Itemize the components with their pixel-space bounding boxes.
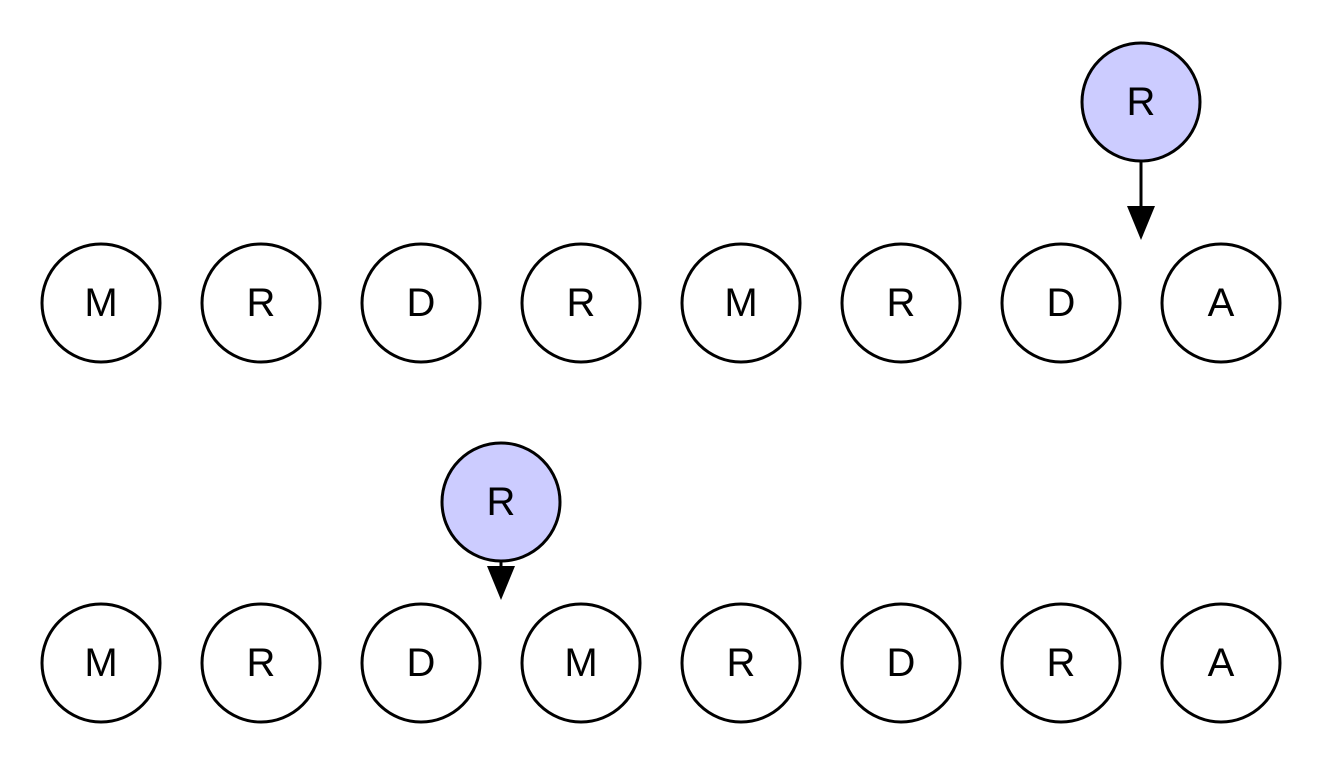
sequence-node: A <box>1160 602 1282 724</box>
sequence-node: M <box>520 602 642 724</box>
inserted-node-label: R <box>487 480 516 524</box>
node-circle <box>1000 242 1122 364</box>
sequence-node: M <box>680 242 802 364</box>
node-circle <box>360 602 482 724</box>
inserted-node-label: R <box>1127 80 1156 124</box>
sequence-node: R <box>1000 602 1122 724</box>
sequence-node: R <box>200 602 322 724</box>
node-label: M <box>84 281 117 325</box>
sequence-node: M <box>40 602 162 724</box>
node-label: M <box>724 281 757 325</box>
node-circle <box>40 602 162 724</box>
sequence-node: R <box>520 242 642 364</box>
node-circle <box>360 242 482 364</box>
node-label: R <box>247 641 276 685</box>
inserted-node: R <box>1080 41 1202 240</box>
sequence-node: D <box>1000 242 1122 364</box>
sequence-row-bottom: M R D M R D R A R <box>40 441 1282 724</box>
node-label: M <box>84 641 117 685</box>
node-circle <box>200 242 322 364</box>
node-label: D <box>407 641 436 685</box>
node-circle <box>1000 602 1122 724</box>
node-circle <box>40 242 162 364</box>
node-label: R <box>887 281 916 325</box>
sequence-node: D <box>840 602 962 724</box>
node-label: M <box>564 641 597 685</box>
sequence-node: D <box>360 602 482 724</box>
node-circle <box>1160 242 1282 364</box>
insertion-arrow-head <box>1127 206 1155 240</box>
node-label: A <box>1208 281 1235 325</box>
sequence-row-top: M R D R M R D A R <box>40 41 1282 364</box>
sequence-node: R <box>200 242 322 364</box>
node-label: R <box>567 281 596 325</box>
insertion-arrow-head <box>487 566 515 600</box>
node-circle <box>520 242 642 364</box>
node-label: D <box>1047 281 1076 325</box>
node-circle <box>680 602 802 724</box>
node-circle <box>520 602 642 724</box>
sequence-node: A <box>1160 242 1282 364</box>
node-label: D <box>887 641 916 685</box>
node-label: D <box>407 281 436 325</box>
sequence-node: D <box>360 242 482 364</box>
sequence-node: R <box>840 242 962 364</box>
node-label: R <box>727 641 756 685</box>
sequence-node: R <box>680 602 802 724</box>
node-circle <box>680 242 802 364</box>
node-label: A <box>1208 641 1235 685</box>
node-label: R <box>247 281 276 325</box>
inserted-node: R <box>440 441 562 600</box>
node-label: R <box>1047 641 1076 685</box>
node-circle <box>1160 602 1282 724</box>
sequence-node: M <box>40 242 162 364</box>
node-circle <box>840 242 962 364</box>
node-circle <box>200 602 322 724</box>
node-circle <box>840 602 962 724</box>
